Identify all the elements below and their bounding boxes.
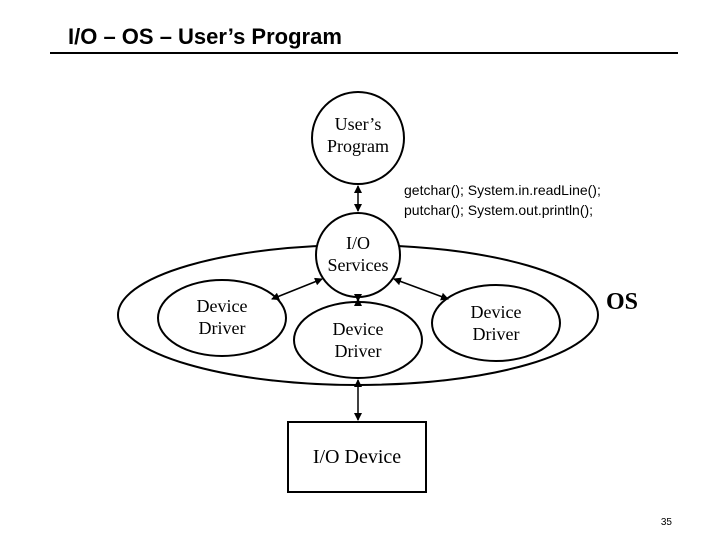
device-driver-left-line2: Driver [198, 317, 246, 338]
users-program-label-line2: Program [327, 135, 389, 156]
device-driver-left-label: Device Driver [172, 296, 272, 339]
io-services-label-line1: I/O [346, 233, 370, 253]
slide-title: I/O – OS – User’s Program [68, 24, 342, 49]
device-driver-right-ellipse [431, 284, 561, 362]
arrow-services-to-right-driver [393, 277, 449, 301]
io-device-box [287, 421, 427, 493]
device-driver-center-label: Device Driver [308, 319, 408, 362]
os-label: OS [605, 289, 638, 315]
users-program-label: User’s Program [308, 114, 408, 157]
device-driver-left-ellipse [157, 279, 287, 357]
api-calls-line2: putchar(); System.out.println(); [404, 202, 594, 219]
device-driver-center-line1: Device [332, 319, 384, 339]
device-driver-right-line1: Device [470, 302, 522, 322]
io-device-label: I/O Device [312, 446, 402, 468]
page-number: 35 [660, 517, 672, 528]
title-underline [50, 52, 678, 54]
arrow-services-to-left-driver [271, 277, 323, 301]
io-services-label-line2: Services [327, 254, 389, 275]
api-calls-label: getchar(); System.in.readLine(); putchar… [404, 180, 601, 221]
io-services-label: I/O Services [308, 233, 408, 276]
device-driver-right-line2: Driver [472, 323, 520, 344]
users-program-label-line1: User’s [334, 114, 382, 134]
users-program-circle [311, 91, 405, 185]
device-driver-right-label: Device Driver [446, 302, 546, 345]
device-driver-left-line1: Device [196, 296, 248, 316]
api-calls-line1: getchar(); System.in.readLine(); [404, 182, 601, 198]
device-driver-center-line2: Driver [334, 340, 382, 361]
